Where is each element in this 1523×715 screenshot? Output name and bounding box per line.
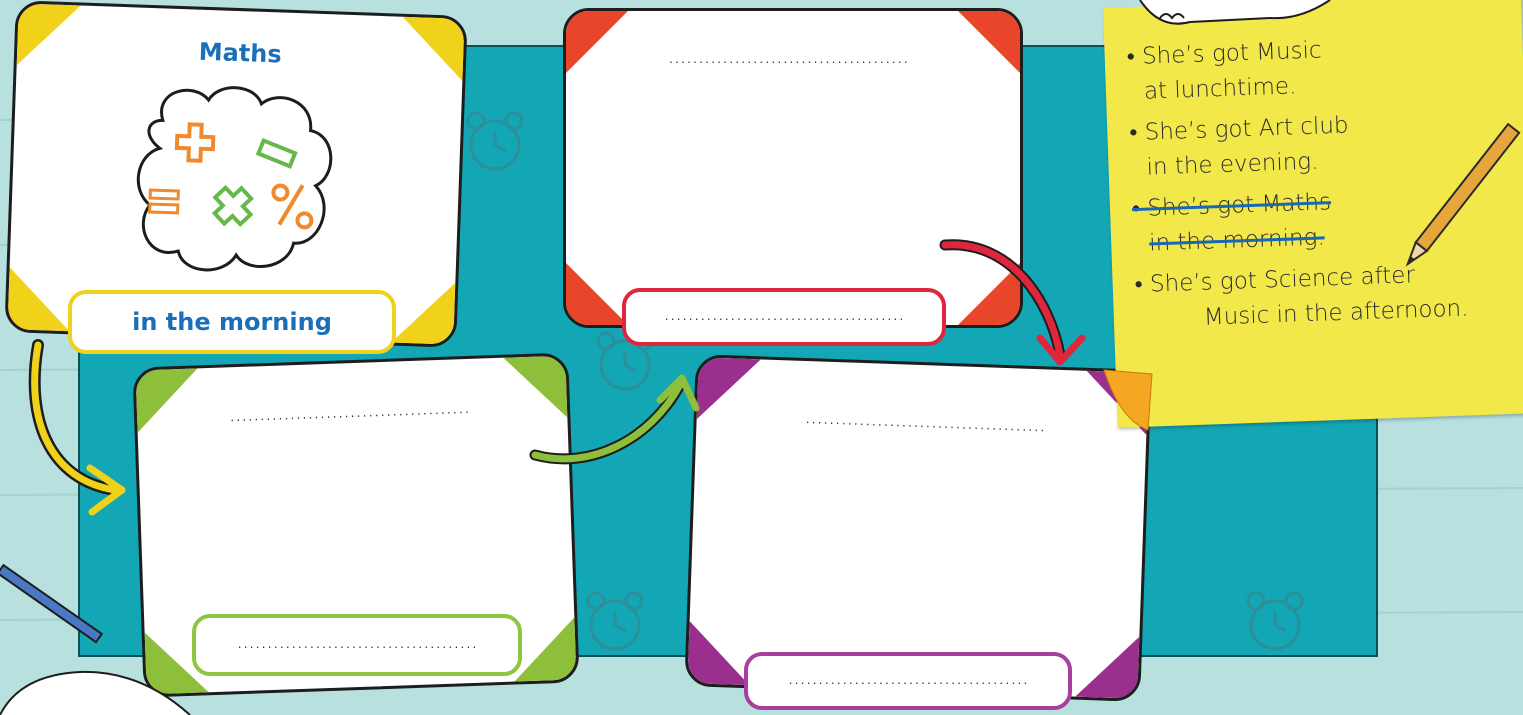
note-fold [1100, 360, 1160, 440]
yellow-arrow-icon [35, 345, 115, 490]
character-hands-icon [1130, 0, 1350, 40]
note-line: • She’s got Music [1126, 36, 1322, 70]
note-line: Music in the afternoon. [1203, 295, 1468, 330]
note-line-crossed: • She’s got Maths [1132, 188, 1332, 222]
note-line: in the evening. [1146, 149, 1319, 181]
note-line: at lunchtime. [1143, 73, 1296, 104]
pencil-icon [1395, 120, 1523, 280]
note-line: • She’s got Science after [1134, 261, 1415, 298]
pen-icon [0, 560, 110, 650]
note-line: • She’s got Art club [1129, 112, 1349, 147]
character-head-icon [0, 670, 200, 715]
note-line-crossed: in the morning. [1149, 224, 1325, 256]
